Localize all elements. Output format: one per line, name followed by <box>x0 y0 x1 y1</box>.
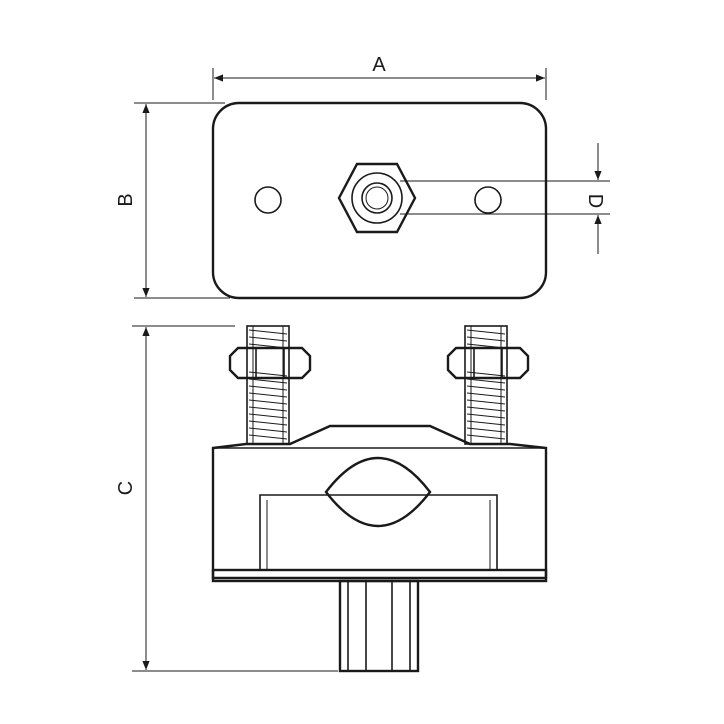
dimension-a-label: A <box>372 54 386 76</box>
base-plate-side <box>211 568 548 583</box>
conductor-channel <box>324 457 432 527</box>
stud-bore-inner <box>365 186 389 210</box>
clamp-body <box>211 424 548 580</box>
washer-ring <box>351 172 403 224</box>
dimension-a: A <box>212 54 547 100</box>
dimension-b-label: B <box>115 193 137 206</box>
dimension-d: D <box>400 143 610 254</box>
mounting-hole-right <box>474 186 502 214</box>
threaded-stud-right <box>464 325 508 445</box>
hex-nut-left <box>228 346 312 380</box>
dimension-b: B <box>115 102 230 299</box>
dimension-d-label: D <box>584 194 606 208</box>
mounting-hole-left <box>254 186 282 214</box>
base-plate-outline <box>211 101 548 300</box>
lower-hex-nut <box>338 579 420 673</box>
dimension-c: C <box>115 325 338 672</box>
threaded-stud-left <box>246 325 290 445</box>
side-view <box>211 325 548 673</box>
top-view <box>211 101 548 300</box>
hex-nut-top <box>337 162 417 234</box>
stud-bore <box>361 182 393 214</box>
dimension-c-label: C <box>115 481 137 495</box>
hex-nut-right <box>446 346 530 380</box>
